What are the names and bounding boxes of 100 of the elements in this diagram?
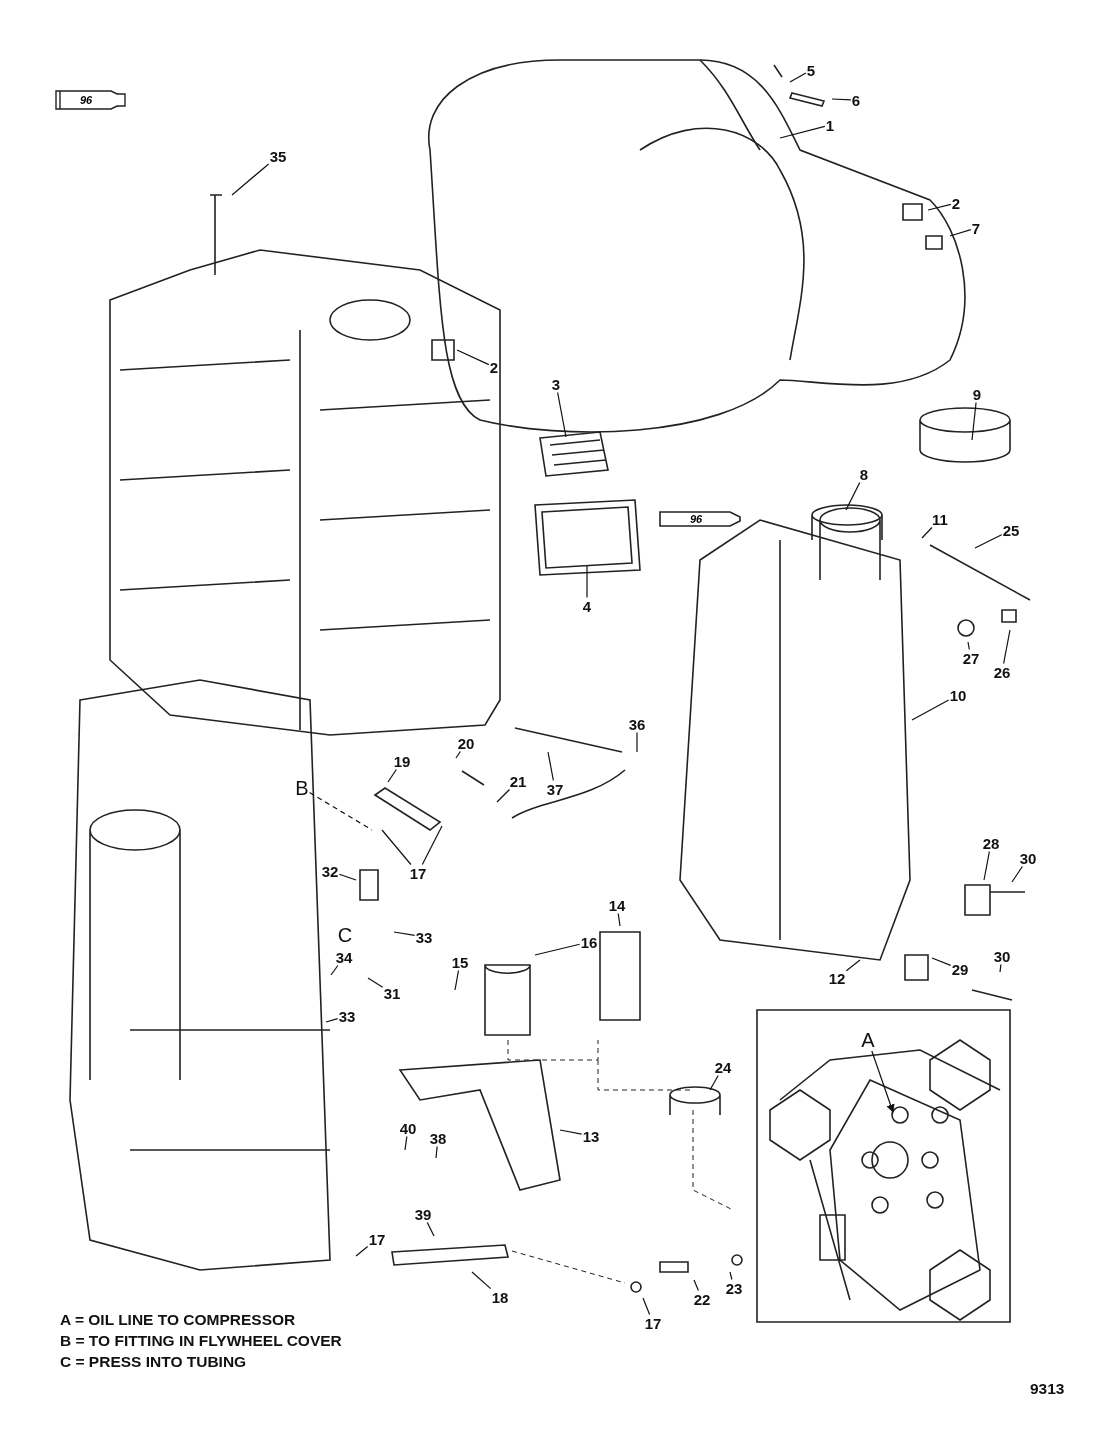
callout-number: 12 bbox=[827, 969, 847, 987]
leader-line bbox=[456, 349, 490, 366]
tube-label: 96 bbox=[79, 94, 93, 106]
callout-number: 20 bbox=[456, 734, 476, 752]
leader-line bbox=[421, 825, 443, 866]
callout-number: 26 bbox=[992, 663, 1012, 681]
callout-number: 13 bbox=[581, 1127, 601, 1145]
leader-line bbox=[455, 750, 461, 759]
leader-line bbox=[967, 641, 970, 651]
figure-number: 9313 bbox=[1030, 1381, 1065, 1397]
leader-line bbox=[1003, 629, 1011, 665]
callout-number: 36 bbox=[627, 715, 647, 733]
callout-number: 8 bbox=[858, 465, 870, 483]
leader-line bbox=[845, 481, 861, 511]
callout-number: 6 bbox=[850, 91, 862, 109]
leader-line bbox=[789, 72, 807, 83]
callout-number: 16 bbox=[579, 933, 599, 951]
leader-line bbox=[435, 1145, 438, 1159]
note-text: B = TO FITTING IN FLYWHEEL COVER bbox=[60, 1333, 342, 1349]
leader-line bbox=[971, 401, 977, 441]
leader-line bbox=[547, 751, 554, 782]
leader-line bbox=[831, 98, 852, 101]
tube-label: 96 bbox=[689, 513, 703, 525]
note-text: C = PRESS INTO TUBING bbox=[60, 1354, 247, 1370]
leader-line bbox=[426, 1221, 435, 1237]
callout-number: 17 bbox=[643, 1314, 663, 1332]
leader-line bbox=[557, 391, 567, 438]
callout-number: 5 bbox=[805, 61, 817, 79]
callout-number: 23 bbox=[724, 1279, 744, 1297]
callout-number: 10 bbox=[948, 686, 968, 704]
leader-line bbox=[921, 526, 933, 539]
leader-line bbox=[309, 792, 373, 831]
callout-number: 9 bbox=[971, 385, 983, 403]
leader-line bbox=[1011, 865, 1023, 883]
callout-number: 37 bbox=[545, 780, 565, 798]
leader-line bbox=[559, 1129, 583, 1135]
leader-line bbox=[454, 969, 460, 991]
leader-line bbox=[617, 912, 621, 927]
leader-line bbox=[534, 943, 581, 956]
callout-number: 2 bbox=[488, 358, 500, 376]
leader-line bbox=[693, 1279, 699, 1292]
callout-number: 18 bbox=[490, 1288, 510, 1306]
leader-line bbox=[931, 957, 952, 966]
leader-line bbox=[330, 964, 339, 976]
callout-number: 33 bbox=[414, 928, 434, 946]
leader-line bbox=[496, 788, 511, 803]
leader-line bbox=[471, 1271, 492, 1290]
leader-line bbox=[338, 873, 357, 881]
leader-line bbox=[381, 829, 412, 866]
callout-number: 11 bbox=[931, 510, 949, 528]
leader-line bbox=[911, 699, 950, 721]
callout-number: 33 bbox=[337, 1007, 357, 1025]
leader-line bbox=[636, 731, 638, 753]
callout-number: 30 bbox=[1018, 849, 1038, 867]
leader-line bbox=[709, 1074, 719, 1091]
leader-line bbox=[387, 768, 397, 783]
leader-line bbox=[325, 1018, 339, 1023]
callout-number: 28 bbox=[981, 834, 1001, 852]
leader-line bbox=[367, 977, 384, 988]
callout-number: 24 bbox=[713, 1058, 733, 1076]
leader-line bbox=[404, 1135, 408, 1151]
arrow bbox=[871, 1050, 895, 1113]
leader-line bbox=[949, 229, 972, 237]
callout-number: 30 bbox=[992, 947, 1012, 965]
leader-line bbox=[927, 203, 952, 211]
callout-number: 38 bbox=[428, 1129, 448, 1147]
leader-line bbox=[983, 850, 990, 881]
view-letter: A bbox=[860, 1029, 876, 1051]
callout-number: 29 bbox=[950, 960, 970, 978]
callout-number: 7 bbox=[970, 219, 982, 237]
leader-line bbox=[974, 534, 1003, 549]
callout-number: 39 bbox=[413, 1205, 433, 1223]
leader-line bbox=[845, 959, 861, 972]
leader-line bbox=[393, 931, 416, 937]
leader-line bbox=[729, 1271, 733, 1281]
callout-number: 17 bbox=[367, 1230, 387, 1248]
note-text: A = OIL LINE TO COMPRESSOR bbox=[60, 1312, 296, 1328]
callout-number: 3 bbox=[550, 375, 562, 393]
callout-number: 17 bbox=[408, 864, 428, 882]
callout-number: 21 bbox=[508, 772, 528, 790]
leader-line bbox=[779, 125, 826, 139]
callout-number: 34 bbox=[334, 948, 354, 966]
callout-number: 4 bbox=[581, 597, 593, 615]
view-letter: B bbox=[294, 777, 310, 799]
callout-number: 32 bbox=[320, 862, 340, 880]
callout-number: 25 bbox=[1001, 521, 1021, 539]
callout-number: 22 bbox=[692, 1290, 712, 1308]
leader-line bbox=[231, 163, 270, 196]
callout-number: 40 bbox=[398, 1119, 418, 1137]
callout-number: 2 bbox=[950, 194, 962, 212]
callout-number: 27 bbox=[961, 649, 981, 667]
leader-line bbox=[355, 1245, 369, 1257]
callout-number: 19 bbox=[392, 752, 412, 770]
view-letter: C bbox=[336, 924, 354, 946]
callout-number: 35 bbox=[268, 147, 288, 165]
leader-line bbox=[586, 565, 588, 599]
callout-number: 31 bbox=[382, 984, 402, 1002]
callout-number: 14 bbox=[607, 896, 627, 914]
callout-number: 1 bbox=[824, 116, 836, 134]
leader-line bbox=[642, 1297, 651, 1316]
